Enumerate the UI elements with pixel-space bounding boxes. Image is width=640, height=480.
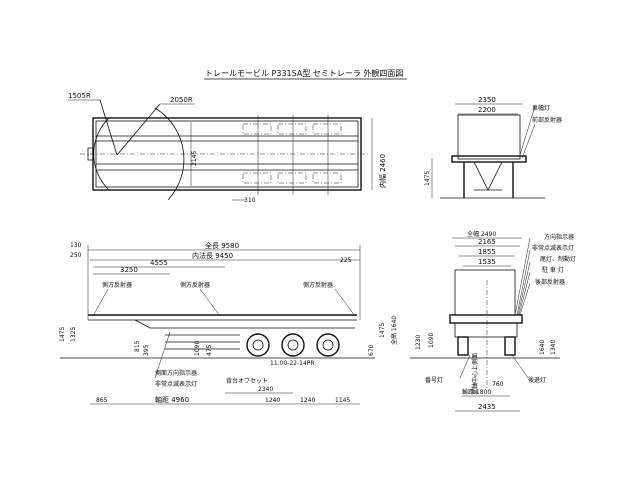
plan-view bbox=[68, 99, 373, 201]
front-view bbox=[431, 103, 545, 199]
label-turn-indicator: 方向指示器 bbox=[544, 233, 574, 241]
dim-225: 225 bbox=[340, 257, 352, 264]
dim-inner-length: 内法長 9450 bbox=[192, 251, 233, 260]
dim-2200: 2200 bbox=[478, 106, 496, 114]
dim-1090: 1090 bbox=[194, 341, 201, 356]
radius-2050: 2050R bbox=[170, 96, 193, 104]
dim-2435: 2435 bbox=[478, 403, 496, 411]
label-axle-center: 車軸中心上側面 bbox=[471, 353, 479, 395]
label-side-turn-signal: 側面方向指示器 bbox=[155, 369, 197, 377]
dim-wheelbase: 軸距 4960 bbox=[155, 395, 189, 404]
radius-1505: 1505R bbox=[68, 92, 91, 100]
label-side-reflector-3: 側方反射器 bbox=[303, 281, 333, 289]
label-side-reflector-1: 側方反射器 bbox=[102, 281, 132, 289]
dim-1855: 1855 bbox=[478, 248, 496, 256]
label-side-marker-lamp: 車幅灯 bbox=[532, 104, 550, 112]
dim-865: 865 bbox=[96, 397, 108, 404]
dim-760: 760 bbox=[492, 381, 504, 388]
label-parking-lamp: 駐 車 灯 bbox=[542, 266, 564, 274]
dim-1535: 1535 bbox=[478, 258, 496, 266]
label-hazard-lamp: 非常点滅表示灯 bbox=[155, 380, 197, 388]
dim-3250: 3250 bbox=[120, 266, 138, 274]
dim-1145: 1145 bbox=[335, 397, 350, 404]
label-tail-brake-lamp: 尾灯、制動灯 bbox=[540, 255, 576, 263]
dim-side-right-1475: 1475 bbox=[379, 323, 386, 338]
label-backup-lamp: 後退灯 bbox=[528, 376, 546, 384]
dim-670: 670 bbox=[368, 344, 375, 356]
dim-rear-1640: 1640 bbox=[539, 340, 546, 355]
label-tire-size: 11.00-22-14PR bbox=[270, 360, 315, 367]
dim-1240-b: 1240 bbox=[300, 397, 315, 404]
label-rear-reflector: 後部反射器 bbox=[535, 278, 565, 286]
dim-inner-width: 内幅 2460 bbox=[378, 154, 387, 188]
rear-view bbox=[410, 237, 560, 412]
label-hazard-indicator: 非常点滅表示灯 bbox=[532, 244, 574, 252]
dim-4555: 4555 bbox=[150, 259, 168, 267]
label-offset: 背台オフセット bbox=[226, 377, 268, 385]
dim-310: 310 bbox=[244, 197, 256, 204]
dim-rear-1230: 1230 bbox=[415, 335, 422, 350]
label-license-lamp: 番号灯 bbox=[425, 376, 443, 384]
dim-1240-a: 1240 bbox=[265, 397, 280, 404]
dim-track: 輪距 1800 bbox=[462, 388, 491, 396]
dim-overall-height: 全高 1640 bbox=[390, 316, 398, 345]
dim-250: 250 bbox=[70, 252, 82, 259]
label-side-reflector-2: 側方反射器 bbox=[180, 281, 210, 289]
dim-2145: 2145 bbox=[191, 151, 198, 166]
dim-815: 815 bbox=[134, 340, 141, 352]
dim-overall-length: 全長 9580 bbox=[205, 241, 239, 250]
dim-475: 475 bbox=[206, 344, 213, 356]
dim-overall-width: 全幅 2490 bbox=[467, 230, 496, 238]
dim-395: 395 bbox=[143, 344, 150, 356]
dim-2350: 2350 bbox=[478, 96, 496, 104]
side-view bbox=[60, 245, 375, 405]
dim-rear-1340: 1340 bbox=[550, 340, 557, 355]
label-front-reflector: 前部反射器 bbox=[532, 116, 562, 124]
drawing-title: トレールモービル P331SA型 セミトレーラ 外観四面図 bbox=[205, 68, 403, 78]
dim-2165: 2165 bbox=[478, 238, 496, 246]
dim-front-1475: 1475 bbox=[424, 171, 431, 186]
dim-side-1325: 1325 bbox=[70, 327, 77, 342]
dim-side-1475: 1475 bbox=[59, 327, 66, 342]
dim-2340: 2340 bbox=[258, 386, 273, 393]
dim-rear-1090: 1090 bbox=[428, 333, 435, 348]
dim-130: 130 bbox=[70, 242, 82, 249]
